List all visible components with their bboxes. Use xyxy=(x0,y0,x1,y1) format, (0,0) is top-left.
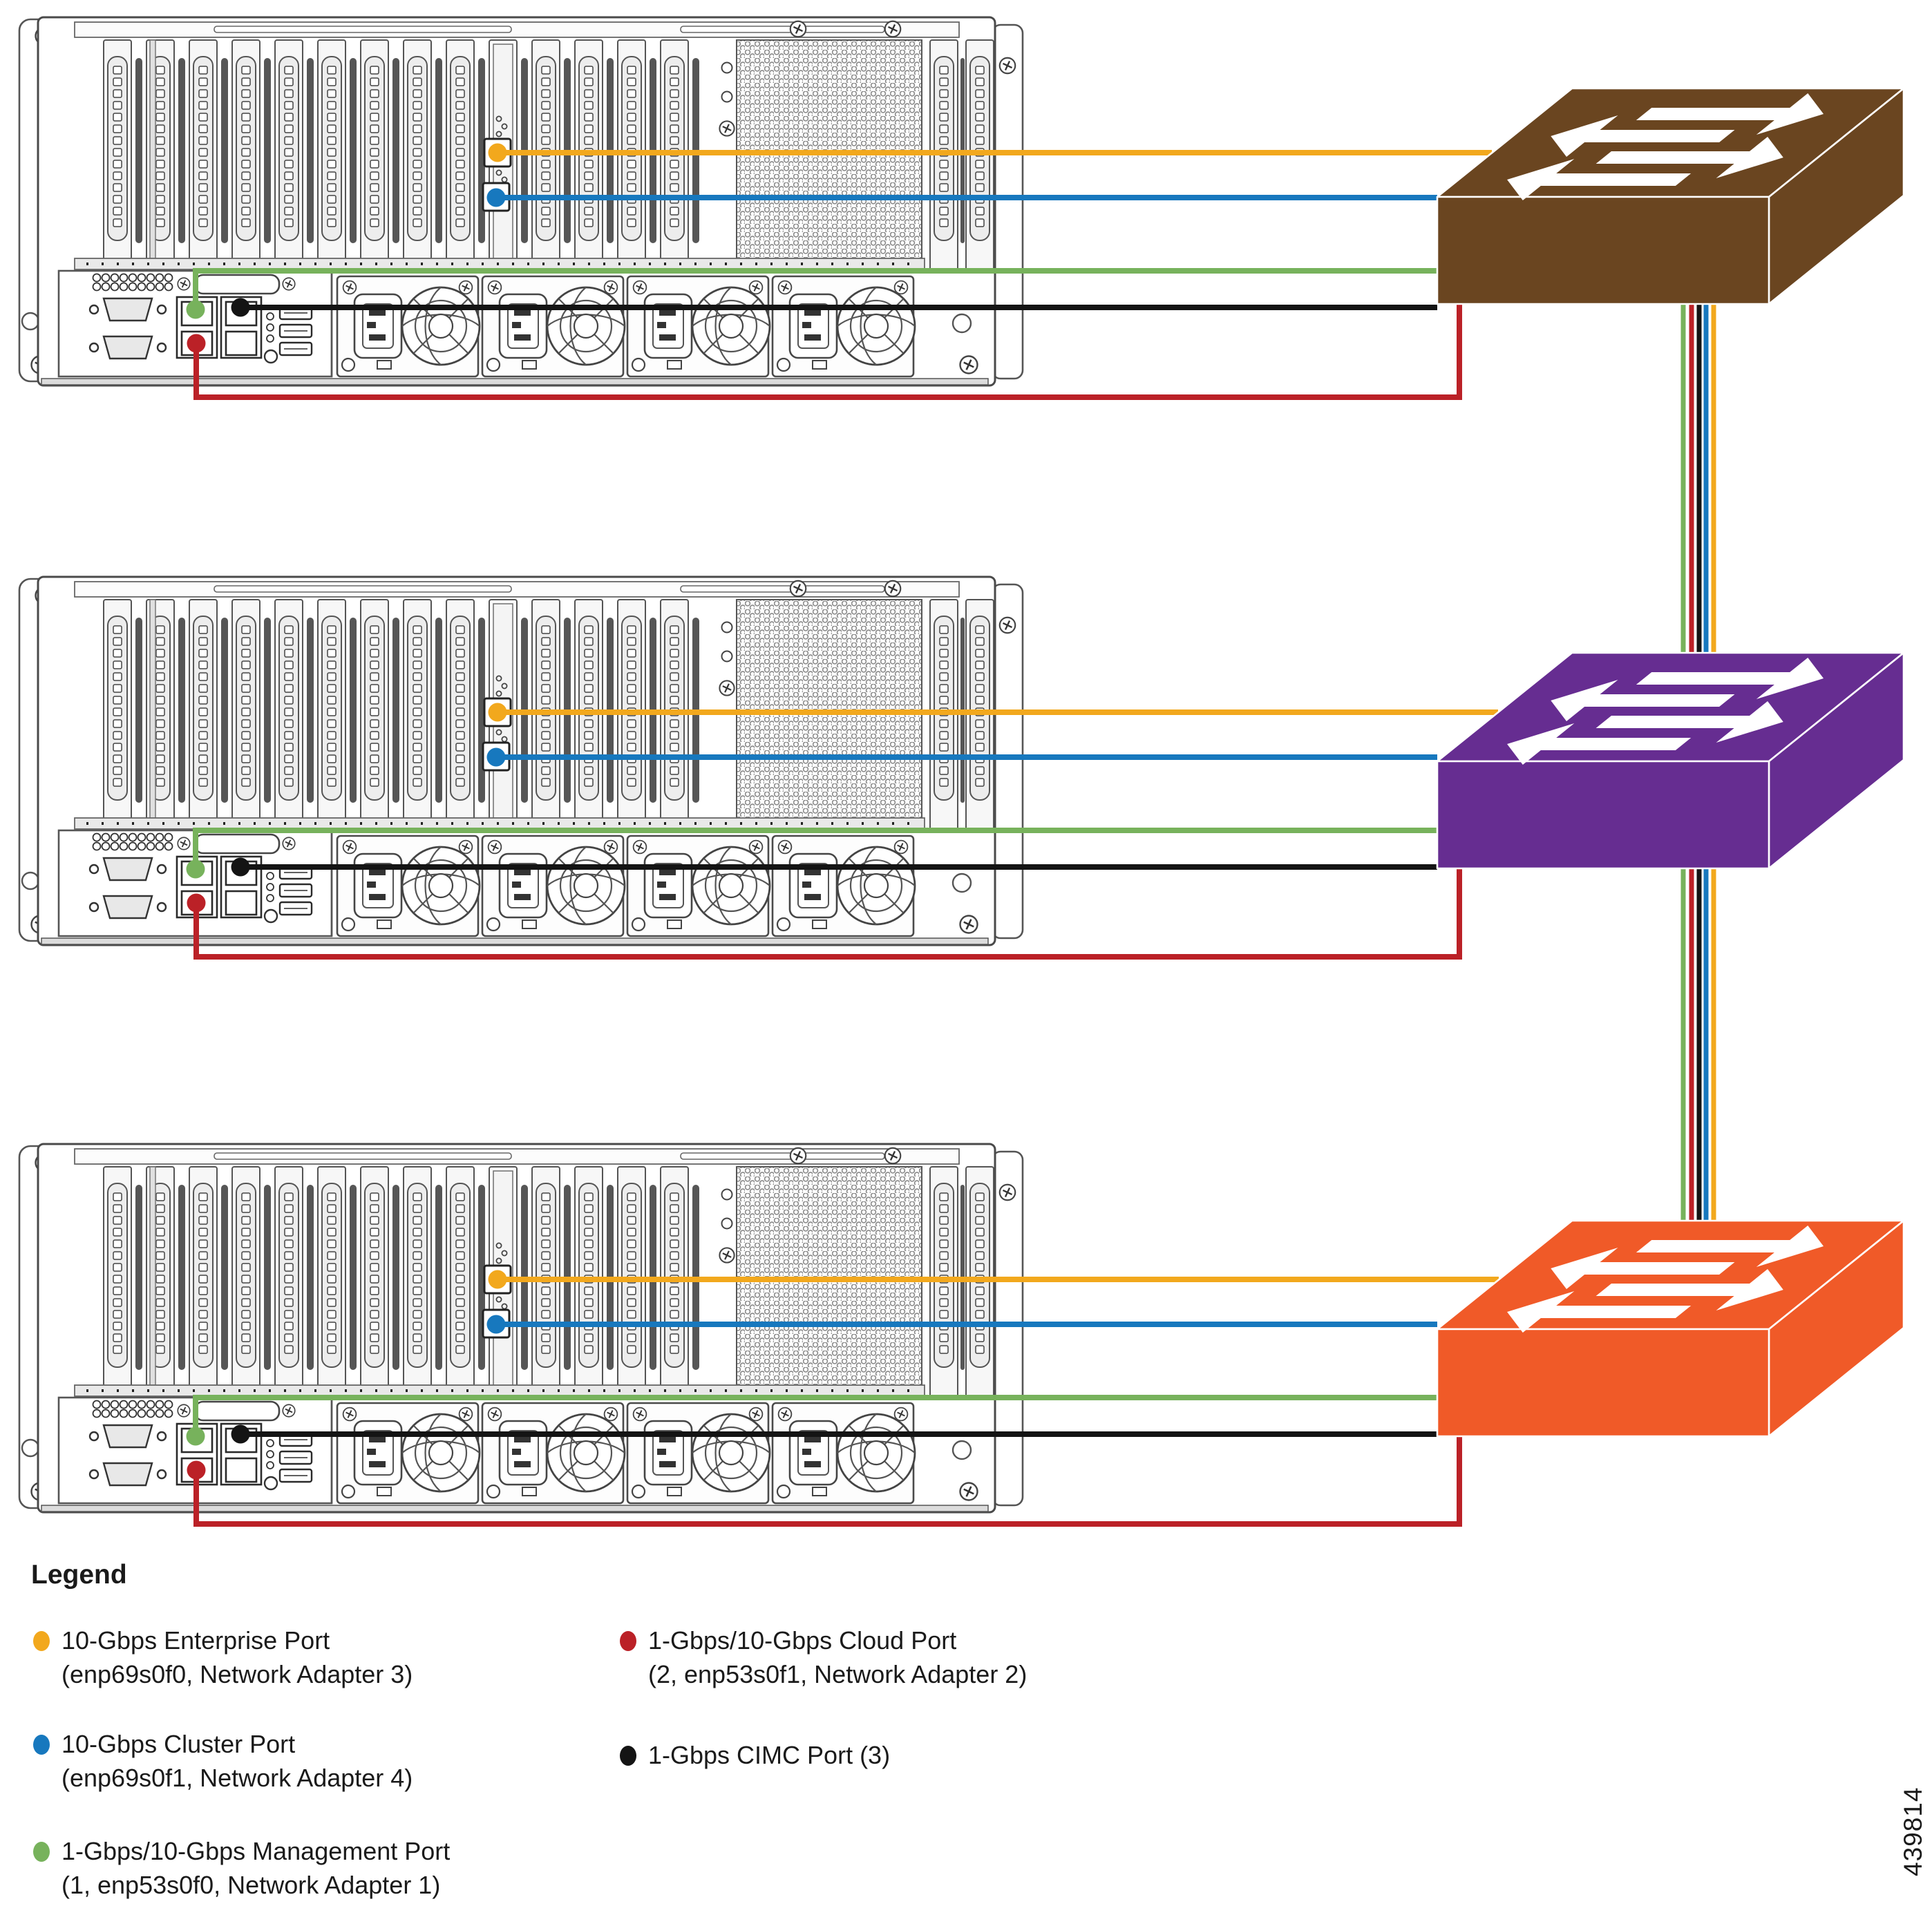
switch-top xyxy=(1436,87,1905,305)
cluster-port-dot-1 xyxy=(486,188,506,207)
management-port-dot-2 xyxy=(186,859,205,879)
server-1 xyxy=(19,17,1023,385)
cimc-port-dot-2 xyxy=(231,857,250,877)
cable-cloud-2 xyxy=(193,868,1462,960)
cluster-port-dot-2 xyxy=(486,747,506,767)
server-3-port-markers xyxy=(186,1270,507,1480)
cloud-port-dot-2 xyxy=(187,893,206,913)
cimc-port-dot-1 xyxy=(231,298,250,317)
management-port-dot-1 xyxy=(186,300,205,319)
switches-group xyxy=(1436,87,1905,1438)
cable-management-1 xyxy=(193,268,1437,309)
server-3-cables xyxy=(186,1270,1499,1527)
cable-cloud-3 xyxy=(193,1436,1462,1527)
cable-management-2 xyxy=(193,828,1437,869)
server-3 xyxy=(19,1144,1023,1512)
switch-middle xyxy=(1436,651,1905,870)
cable-cloud-1 xyxy=(193,304,1462,400)
server-1-port-markers xyxy=(186,143,507,353)
management-port-dot-3 xyxy=(186,1427,205,1446)
enterprise-port-dot-1 xyxy=(488,143,507,162)
cable-management-3 xyxy=(193,1395,1437,1436)
server-2 xyxy=(19,577,1023,945)
servers-group xyxy=(19,17,1023,1512)
cloud-port-dot-3 xyxy=(187,1460,206,1480)
server-2-port-markers xyxy=(186,703,507,913)
switch-bottom xyxy=(1436,1219,1905,1438)
cloud-port-dot-1 xyxy=(187,334,206,353)
cluster-port-dot-3 xyxy=(486,1315,506,1334)
inter-switch-trunk xyxy=(1680,304,1716,1223)
enterprise-port-dot-3 xyxy=(488,1270,507,1289)
server-2-cables xyxy=(186,703,1498,960)
server-1-cables xyxy=(186,143,1492,400)
cimc-port-dot-3 xyxy=(231,1424,250,1444)
enterprise-port-dot-2 xyxy=(488,703,507,722)
